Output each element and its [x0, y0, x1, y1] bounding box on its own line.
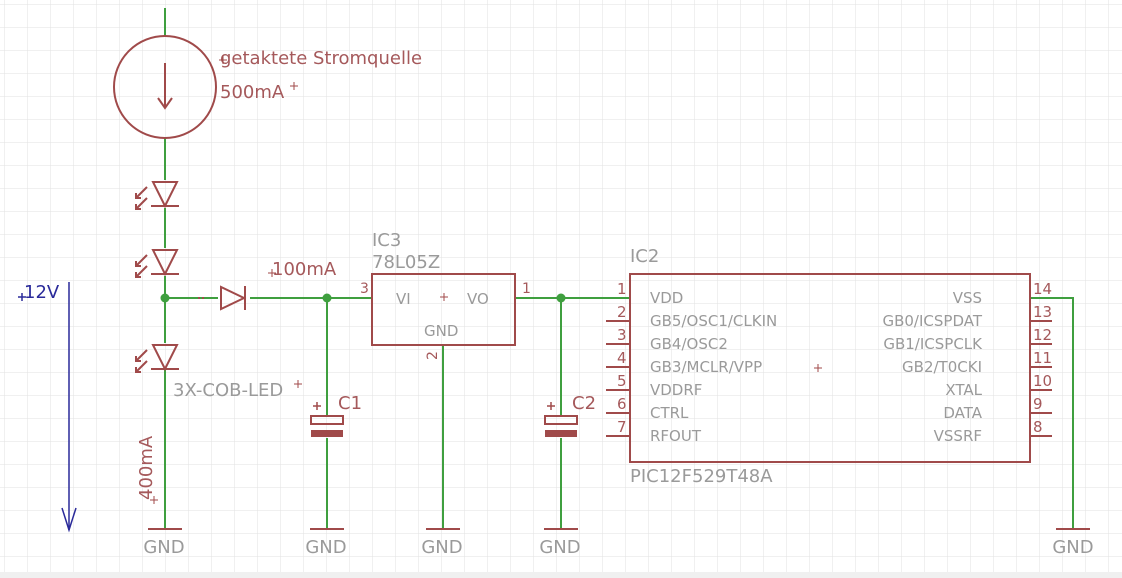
ic3-value: 78L05Z — [372, 252, 440, 273]
ic3-body — [371, 273, 516, 346]
ic2-pin-num: 8 — [1033, 418, 1043, 436]
ic2-pin-num: 9 — [1033, 395, 1043, 413]
wire-vss-gnd — [1030, 297, 1074, 528]
ic2-value: PIC12F529T48A — [630, 466, 773, 487]
ic2-pin-label: VDD — [650, 289, 683, 307]
ic2-pin-label: RFOUT — [650, 427, 702, 445]
ground-label: GND — [539, 537, 580, 558]
ic3-name: IC3 — [372, 230, 401, 251]
c1-name: C1 — [338, 393, 362, 414]
origin-mark-icon — [150, 380, 302, 504]
origin-mark-icon — [268, 269, 276, 277]
ic2-pin-num: 11 — [1033, 349, 1052, 367]
ic3-pin-vi: 3 — [360, 281, 369, 297]
junction-led-node — [160, 293, 170, 303]
ground-label: GND — [421, 537, 462, 558]
current-source-arrowhead-icon — [157, 97, 173, 110]
supply-label: 12V — [24, 282, 60, 303]
led-2-triangle — [151, 249, 179, 277]
origin-mark-icon — [814, 364, 822, 372]
origin-mark-icon — [219, 56, 298, 90]
ic2-pin-label: GB3/MCLR/VPP — [650, 358, 762, 376]
ic2-pin-label: GB2/T0CKI — [902, 358, 982, 376]
ground-label: GND — [1052, 537, 1093, 558]
junctions — [160, 293, 566, 303]
c2-top-plate — [544, 415, 578, 425]
ic2-right-pin-stubs — [1030, 320, 1052, 437]
leds-name: 3X-COB-LED — [173, 380, 283, 401]
ic2-pin-label: GB4/OSC2 — [650, 335, 728, 353]
ic2-left-pins: 1 VDD 2 GB5/OSC1/CLKIN 3 GB4/OSC2 4 GB3/… — [617, 280, 777, 445]
led-3-triangle — [151, 344, 179, 372]
wires — [164, 8, 1074, 528]
ic2-pin-num: 2 — [617, 303, 627, 321]
c1-bottom-plate — [311, 430, 343, 437]
ic2-pin-num: 14 — [1033, 280, 1052, 298]
ic3-vo-label: VO — [467, 290, 489, 308]
c2-name: C2 — [572, 393, 596, 414]
ic2-pin-num: 12 — [1033, 326, 1052, 344]
leds-current: 400mA — [136, 435, 157, 500]
ic2-pin-label: VDDRF — [650, 381, 702, 399]
led-1 — [135, 181, 179, 210]
ic2-pin-num: 10 — [1033, 372, 1052, 390]
ic2-pin-num: 13 — [1033, 303, 1052, 321]
ic2-pin-num: 7 — [617, 418, 627, 436]
c1-top-plate — [310, 415, 344, 425]
junction-c2 — [556, 293, 566, 303]
bottom-scroll-strip[interactable] — [0, 572, 1122, 578]
origin-mark-icon — [440, 293, 448, 301]
ic2-right-pins: 14 VSS 13 GB0/ICSPDAT 12 GB1/ICSPCLK 11 … — [882, 280, 1052, 445]
current-source — [113, 35, 217, 139]
ic2-pin-num: 1 — [617, 280, 627, 298]
capacitor-c1 — [310, 402, 344, 437]
ground-label: GND — [143, 537, 184, 558]
ic2-pin-label: GB5/OSC1/CLKIN — [650, 312, 777, 330]
capacitor-c2 — [544, 402, 578, 437]
ic2-pin-label: VSS — [953, 289, 982, 307]
diode-triangle — [220, 285, 247, 311]
ic2-pin-label: DATA — [943, 404, 982, 422]
ic2-pin-label: VSSRF — [934, 427, 982, 445]
ic2 — [606, 273, 1052, 463]
ground-label: GND — [305, 537, 346, 558]
ic3-pin-vo: 1 — [522, 281, 531, 297]
led-3 — [135, 344, 179, 373]
current-source-name: getaktete Stromquelle — [220, 48, 422, 69]
ic3 — [371, 273, 516, 346]
diode-current: 100mA — [272, 259, 337, 280]
current-source-value: 500mA — [220, 82, 285, 103]
ic2-pin-label: GB0/ICSPDAT — [882, 312, 982, 330]
ic2-pin-num: 6 — [617, 395, 627, 413]
ic3-vi-label: VI — [396, 290, 411, 308]
led-2 — [135, 249, 179, 278]
led-1-triangle — [151, 181, 179, 209]
diode — [198, 285, 247, 311]
junction-c1 — [322, 293, 332, 303]
ic2-pin-num: 3 — [617, 326, 627, 344]
ic3-gnd-label: GND — [424, 322, 458, 340]
ic2-left-pin-stubs — [606, 320, 630, 437]
c2-bottom-plate — [545, 430, 577, 437]
ic3-pin-gnd: 2 — [425, 351, 441, 360]
current-source-circle — [113, 35, 217, 139]
ic2-name: IC2 — [630, 246, 659, 267]
ic2-pin-label: CTRL — [650, 404, 689, 422]
ground-labels: GND GND GND GND GND — [143, 537, 1093, 558]
supply-arrow-icon — [18, 282, 77, 533]
ic2-pin-num: 4 — [617, 349, 627, 367]
ic2-pin-label: GB1/ICSPCLK — [883, 335, 983, 353]
ic2-pin-num: 5 — [617, 372, 627, 390]
ic2-pin-label: XTAL — [945, 381, 982, 399]
